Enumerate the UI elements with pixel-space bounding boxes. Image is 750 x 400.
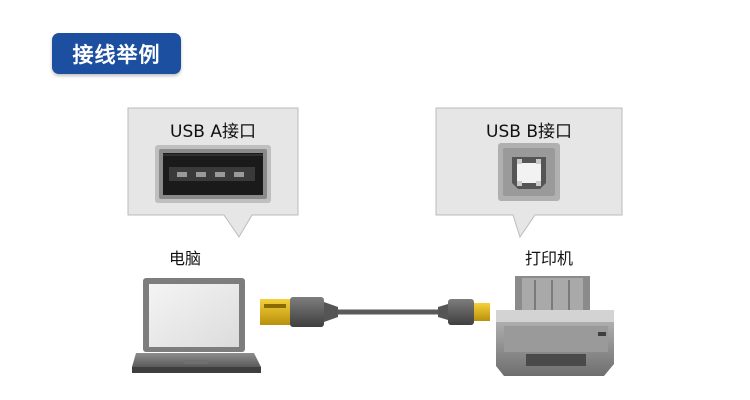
usb-a-label: USB A接口 [170, 122, 256, 142]
section-title: 接线举例 [52, 33, 181, 74]
usb-b-port-icon [498, 143, 560, 201]
printer-label: 打印机 [525, 249, 574, 268]
usb-a-callout: USB A接口 [127, 107, 299, 239]
usb-b-label: USB B接口 [486, 122, 572, 142]
computer-label: 电脑 [169, 249, 202, 268]
laptop-icon [132, 278, 261, 373]
usb-cable-icon [260, 297, 490, 327]
usb-b-callout: USB B接口 [435, 107, 623, 239]
printer-icon [496, 276, 614, 376]
usb-a-port-icon [155, 145, 271, 203]
